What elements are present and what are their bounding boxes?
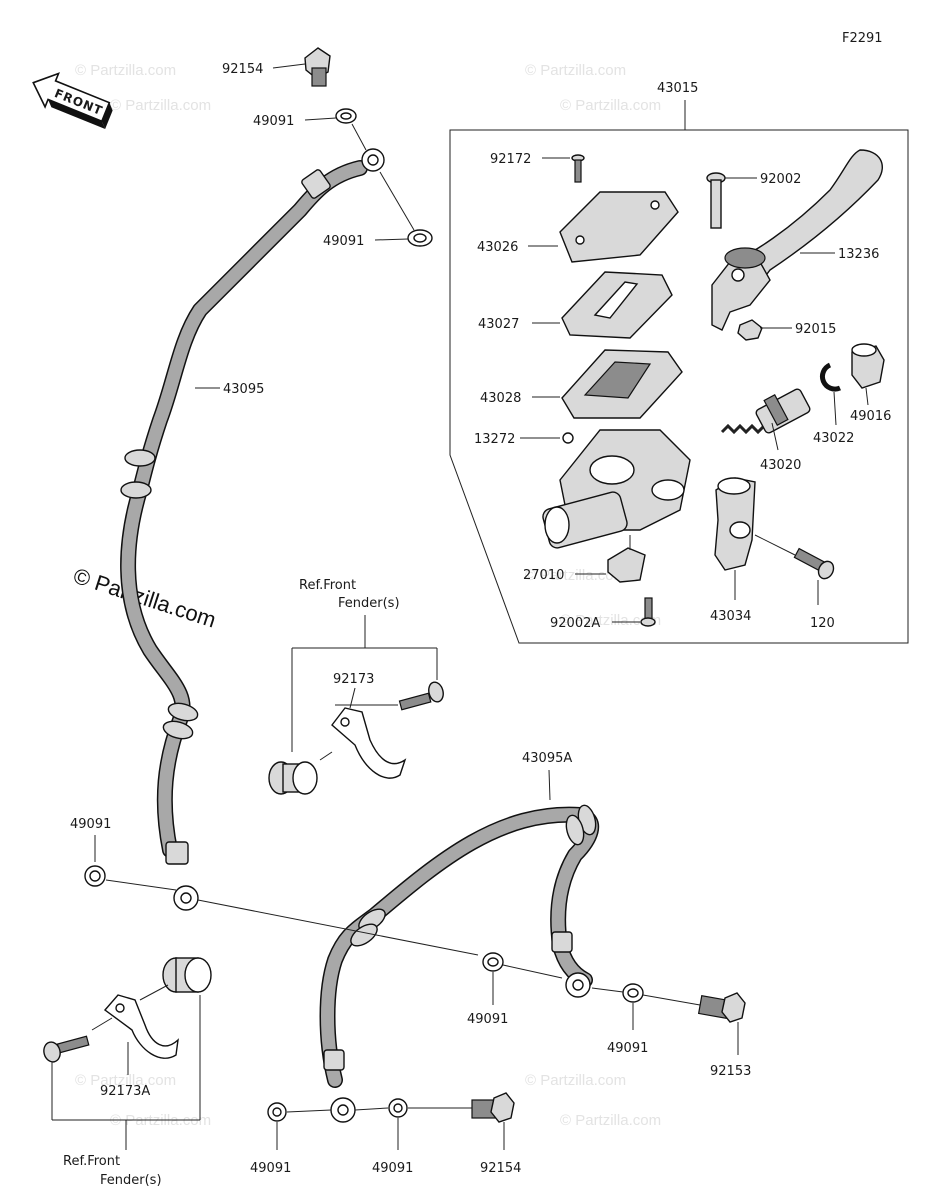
switch-27010 xyxy=(607,547,646,583)
circlip-43022 xyxy=(819,362,841,392)
figure-code: F2291 xyxy=(842,31,883,46)
part-number-92173A: 92173A xyxy=(100,1084,150,1099)
bolt-120 xyxy=(793,547,835,580)
part-number-43095: 43095 xyxy=(223,382,264,397)
piston-kit-43020 xyxy=(720,388,811,435)
clamp-92173A xyxy=(103,994,179,1059)
screw-92172 xyxy=(571,154,585,183)
watermark: © Partzilla.com xyxy=(110,97,211,114)
part-number-92015: 92015 xyxy=(795,322,836,337)
boot-49016 xyxy=(851,343,885,389)
bolt-92173 xyxy=(398,681,444,711)
banjo-bolt-92154-bottom xyxy=(471,1092,515,1123)
part-number-120: 120 xyxy=(810,616,835,631)
part-number-92002A: 92002A xyxy=(550,616,600,631)
reservoir-cap-43026 xyxy=(559,191,679,263)
part-number-92172: 92172 xyxy=(490,152,531,167)
part-number-92154: 92154 xyxy=(222,62,263,77)
grommet-92173A xyxy=(162,957,212,993)
ref-label-line2: Fender(s) xyxy=(100,1173,162,1188)
assembly-box xyxy=(449,129,909,644)
watermarks: © Partzilla.com © Partzilla.com © Partzi… xyxy=(75,62,661,1129)
part-number-49091: 49091 xyxy=(323,234,364,249)
part-number-43027: 43027 xyxy=(478,317,519,332)
part-number-27010: 27010 xyxy=(523,568,564,583)
banjo-bolt-92153 xyxy=(697,992,746,1023)
watermark: © Partzilla.com xyxy=(560,1112,661,1129)
ref-label-line1: Ref.Front xyxy=(63,1154,120,1169)
banjo-bolt-92154-top xyxy=(304,47,331,87)
part-number-49091: 49091 xyxy=(253,114,294,129)
watermark: © Partzilla.com xyxy=(525,1072,626,1089)
pivot-bolt-92002 xyxy=(706,172,726,229)
watermark: © Partzilla.com xyxy=(525,567,626,584)
bolt-92173A xyxy=(43,1035,90,1063)
part-number-49091: 49091 xyxy=(70,817,111,832)
part-number-43095A: 43095A xyxy=(522,751,572,766)
watermark: © Partzilla.com xyxy=(560,612,661,629)
ref-label-line2: Fender(s) xyxy=(338,596,400,611)
part-number-43026: 43026 xyxy=(477,240,518,255)
clamp-43034 xyxy=(714,477,756,571)
brake-lever-13236 xyxy=(711,149,883,331)
part-number-13272: 13272 xyxy=(474,432,515,447)
part-number-49091: 49091 xyxy=(372,1161,413,1176)
watermark: © Partzilla.com xyxy=(525,62,626,79)
part-number-43015: 43015 xyxy=(657,81,698,96)
hose-43095 xyxy=(120,148,385,911)
part-number-43022: 43022 xyxy=(813,431,854,446)
part-number-43020: 43020 xyxy=(760,458,801,473)
part-number-13236: 13236 xyxy=(838,247,879,262)
part-number-43034: 43034 xyxy=(710,609,751,624)
grommet-92173 xyxy=(268,761,318,795)
part-number-92154: 92154 xyxy=(480,1161,521,1176)
part-number-49091: 49091 xyxy=(607,1041,648,1056)
watermark: © Partzilla.com xyxy=(560,97,661,114)
fitting-13272 xyxy=(562,432,574,444)
ref-label-line1: Ref.Front xyxy=(299,578,356,593)
clamp-92173 xyxy=(331,707,407,779)
part-number-49091: 49091 xyxy=(467,1012,508,1027)
part-number-92153: 92153 xyxy=(710,1064,751,1079)
master-cylinder-body xyxy=(542,429,691,549)
part-number-49016: 49016 xyxy=(850,409,891,424)
part-number-92173: 92173 xyxy=(333,672,374,687)
screw-92002A xyxy=(640,597,656,627)
part-number-43028: 43028 xyxy=(480,391,521,406)
nut-92015 xyxy=(737,319,763,341)
part-number-92002: 92002 xyxy=(760,172,801,187)
part-number-49091: 49091 xyxy=(250,1161,291,1176)
watermark: © Partzilla.com xyxy=(75,62,176,79)
hose-43095A xyxy=(319,804,600,1123)
watermark: © Partzilla.com xyxy=(75,1072,176,1089)
